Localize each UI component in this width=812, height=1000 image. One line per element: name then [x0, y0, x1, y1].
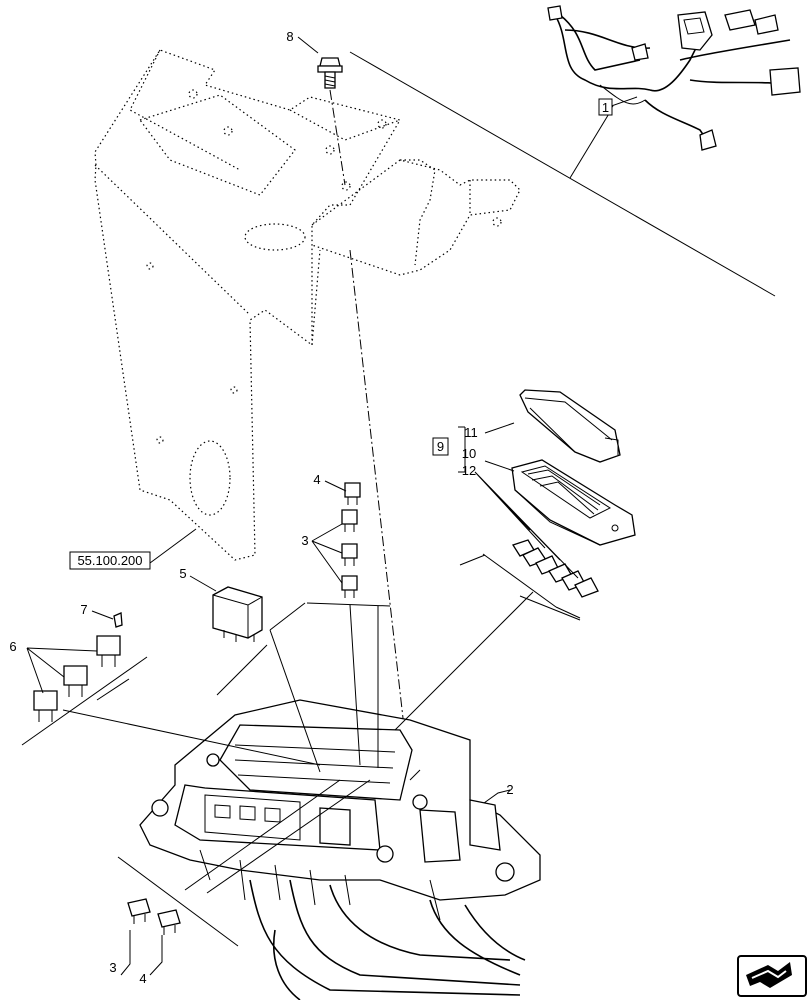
callout-label-2: 2: [506, 782, 513, 797]
fuse-box-cover: [519, 389, 621, 463]
bolt: [317, 57, 343, 89]
bolt-axis-line: [329, 89, 411, 781]
terminals: [512, 539, 599, 598]
callout-label-5: 5: [179, 566, 186, 581]
callout-label-11: 11: [464, 425, 478, 440]
wiring-harness: [547, 5, 801, 151]
maxi-fuses: [33, 635, 121, 722]
svg-text:9: 9: [437, 439, 444, 454]
cable-bundle: [249, 879, 526, 1000]
callout-label-4-upper: 4: [313, 472, 320, 487]
mounting-bracket: [94, 49, 521, 561]
callout-label-7: 7: [80, 602, 87, 617]
main-fuse-box: [139, 699, 541, 921]
callout-leaders: [26, 36, 614, 976]
reference-box-55-100-200[interactable]: 55.100.200: [69, 551, 151, 570]
svg-text:1: 1: [602, 100, 609, 115]
callout-label-1: 1: [598, 98, 613, 116]
callout-label-3-upper: 3: [301, 533, 308, 548]
mini-fuses-upper: [341, 482, 361, 598]
next-page-arrow-icon[interactable]: [737, 955, 807, 997]
svg-text:55.100.200: 55.100.200: [77, 553, 142, 568]
diode: [113, 612, 123, 628]
callout-label-8: 8: [286, 29, 293, 44]
callout-label-9: 9: [432, 437, 449, 456]
callout-label-4-lower: 4: [139, 971, 146, 986]
fuse-box-base: [511, 459, 636, 546]
callout-label-10: 10: [462, 446, 476, 461]
callout-label-6: 6: [9, 639, 16, 654]
callout-label-12: 12: [462, 463, 476, 478]
callout-label-3-lower: 3: [109, 960, 116, 975]
relay: [212, 586, 263, 642]
mini-fuses-lower: [127, 898, 181, 935]
